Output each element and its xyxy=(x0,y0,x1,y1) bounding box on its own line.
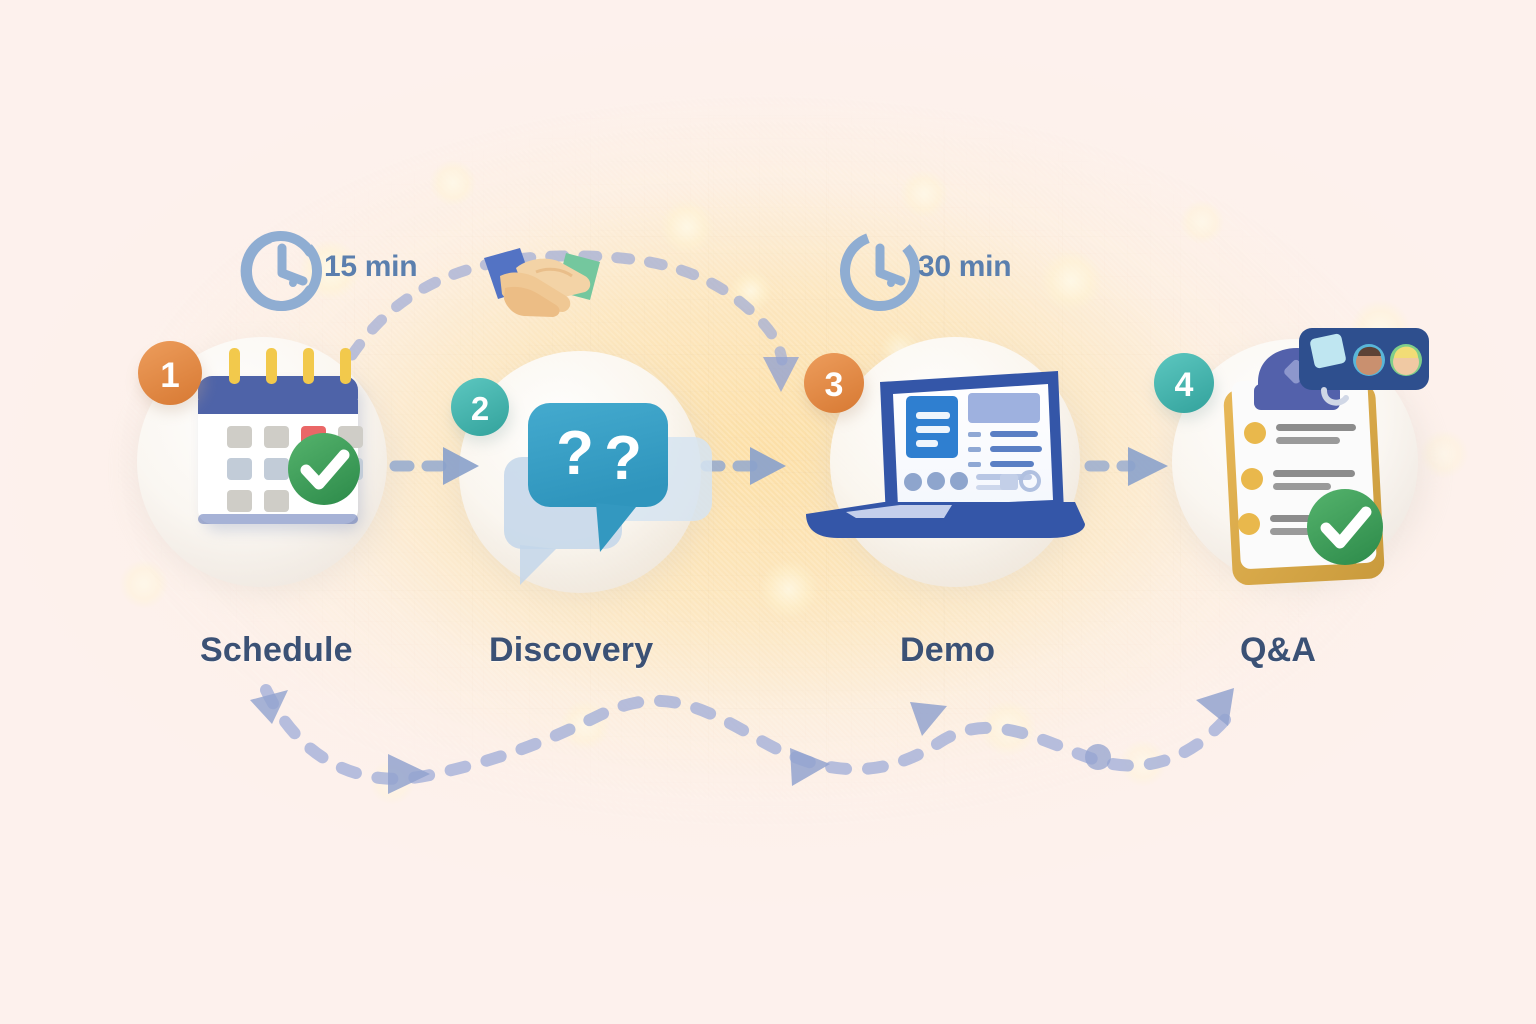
step-1-icon-calendar-check xyxy=(198,348,363,531)
step-2-icon-question-bubbles: ? ? xyxy=(504,403,712,585)
step-label-qa: Q&A xyxy=(1240,631,1317,669)
step-1-number-badge: 1 xyxy=(138,341,205,412)
svg-text:?: ? xyxy=(604,424,642,493)
bokeh-light xyxy=(660,200,714,254)
connector-top-arc xyxy=(346,250,799,392)
step-2-number-badge: 2 xyxy=(451,378,512,443)
clipboard-check-badge xyxy=(1307,489,1383,565)
bokeh-light xyxy=(120,560,168,608)
bokeh-light xyxy=(760,560,818,618)
step-label-schedule: Schedule xyxy=(200,631,353,669)
bokeh-light xyxy=(1040,250,1102,312)
step-4-icon-clipboard-checklist xyxy=(1223,328,1429,586)
svg-text:2: 2 xyxy=(471,390,489,427)
duration-text: 30 min xyxy=(918,250,1012,283)
clock-icon-15min xyxy=(240,231,322,311)
connector-step1-step2 xyxy=(389,447,479,485)
connector-bottom-wave xyxy=(250,684,1236,794)
connector-step2-step3 xyxy=(700,447,786,485)
step-label-discovery: Discovery xyxy=(489,631,654,669)
svg-text:4: 4 xyxy=(1175,366,1194,404)
connector-step3-step4 xyxy=(1084,447,1168,486)
svg-text:?: ? xyxy=(556,419,594,488)
duration-chip-30min: 30 min xyxy=(918,250,1012,284)
bubble-main-question: ? ? xyxy=(528,403,668,552)
step-3-number-badge: 3 xyxy=(804,353,867,420)
clock-icon-30min xyxy=(840,231,920,311)
calendar-check-badge xyxy=(288,433,360,505)
bokeh-light xyxy=(430,160,476,206)
bokeh-light xyxy=(900,170,948,218)
connector-group xyxy=(250,250,1236,794)
svg-text:1: 1 xyxy=(160,356,179,395)
bokeh-light xyxy=(1180,200,1224,244)
calendar-rings xyxy=(229,348,351,384)
laptop-screen-content xyxy=(904,393,1042,492)
step-label-demo: Demo xyxy=(900,631,996,669)
step-3-icon-laptop-dashboard xyxy=(806,371,1085,538)
handshake-icon xyxy=(484,248,600,317)
video-call-card xyxy=(1299,328,1429,406)
duration-text: 15 min xyxy=(324,250,418,283)
duration-chip-15min: 15 min xyxy=(324,250,418,284)
step-4-number-badge: 4 xyxy=(1154,353,1217,420)
svg-text:3: 3 xyxy=(825,366,844,404)
